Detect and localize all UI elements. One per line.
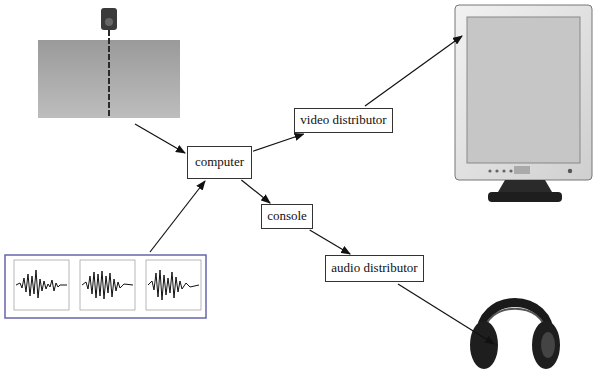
node-label: console: [267, 209, 307, 223]
node-label: video distributor: [300, 113, 386, 127]
loudspeaker-photo: [38, 8, 180, 118]
process-box: video distributor: [294, 108, 393, 133]
leader-arrow: [135, 124, 185, 153]
process-box: console: [261, 204, 313, 229]
process-box: computer: [187, 146, 252, 179]
process-box: audio distributor: [325, 255, 424, 282]
flow-arrow: [253, 134, 304, 151]
monitor: [455, 5, 592, 202]
flow-arrow: [310, 230, 350, 254]
leader-arrow: [150, 181, 205, 252]
leader-arrow: [365, 36, 462, 106]
flow-arrow: [241, 180, 270, 203]
node-label: computer: [195, 155, 244, 169]
headphones: [470, 303, 560, 370]
node-label: audio distributor: [331, 261, 417, 275]
waveform-picture: [5, 255, 206, 318]
leader-arrow: [398, 284, 494, 344]
